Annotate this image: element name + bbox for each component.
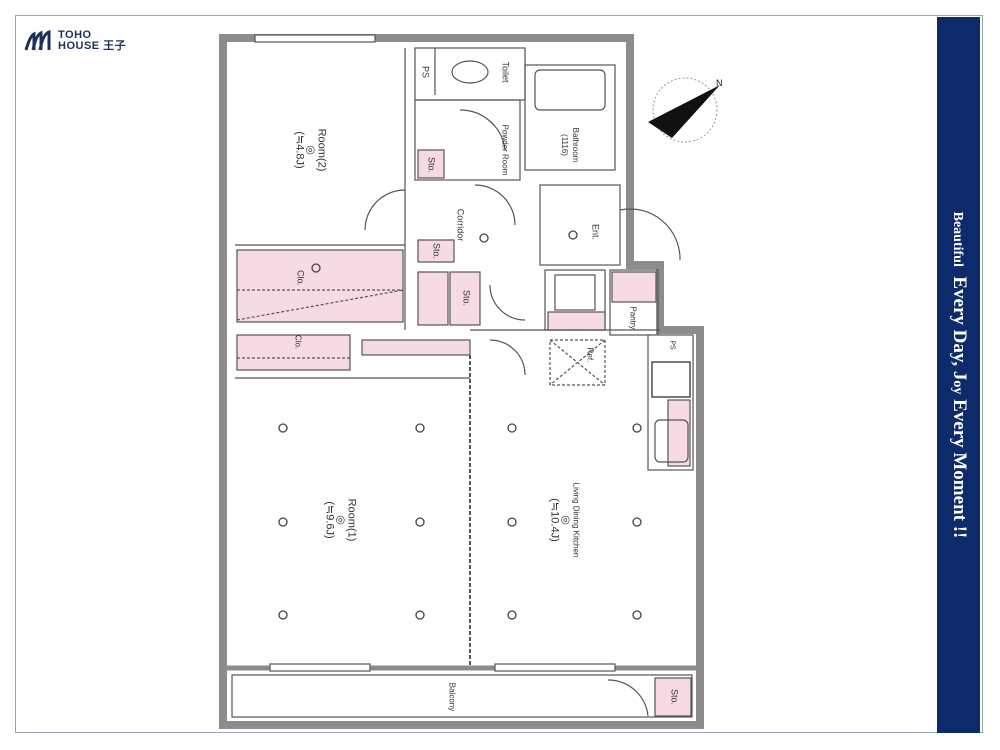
corridor-storage — [417, 239, 455, 263]
ldk-label: Living Dining Kitchen◎(≒10.4J) — [548, 482, 581, 558]
light-icon — [311, 263, 321, 273]
storage-label: Sto. — [461, 289, 472, 307]
balcony — [231, 674, 693, 718]
kitchen-ps-label: PS — [668, 340, 676, 350]
page-frame — [15, 15, 983, 733]
toilet-label: Toilet — [500, 61, 511, 83]
pantry-label: Pantry — [628, 306, 638, 330]
light-icon — [415, 423, 425, 433]
light-icon — [507, 517, 517, 527]
fridge-space — [549, 339, 606, 386]
light-icon — [632, 517, 642, 527]
logo: TOHO HOUSE 王子 — [24, 30, 126, 52]
light-icon — [507, 610, 517, 620]
room1-label: Room(1)◎(≒9.6J) — [323, 498, 358, 542]
powder-room — [414, 99, 521, 181]
slogan-banner: Beautiful Every Day, Joy Every Moment !! — [937, 17, 980, 733]
compass-icon: N — [648, 77, 723, 143]
balcony-label: Balcony — [447, 682, 457, 712]
light-icon — [415, 610, 425, 620]
storage-label: Sto. — [426, 156, 437, 174]
bathroom — [524, 64, 616, 171]
closet-2 — [236, 334, 351, 371]
closet-label: Clo. — [295, 269, 306, 287]
light-icon — [278, 517, 288, 527]
pantry — [609, 269, 659, 336]
light-icon — [568, 230, 578, 240]
powder-room-label: Powder Room — [500, 124, 510, 176]
light-icon — [632, 610, 642, 620]
light-icon — [278, 610, 288, 620]
ceiling-lights — [278, 230, 642, 620]
storage-label: Sto. — [669, 688, 680, 706]
entrance — [539, 184, 621, 266]
bathroom-label: Bathroom(1116) — [560, 127, 580, 163]
svg-text:N: N — [716, 78, 723, 88]
light-icon — [479, 233, 489, 243]
storage-label: Sto. — [431, 242, 442, 260]
building-arches-icon — [24, 30, 51, 51]
logo-line1: TOHO — [58, 29, 92, 41]
logo-line2: HOUSE 王子 — [58, 40, 127, 52]
ps-label: PS — [420, 65, 431, 79]
light-icon — [507, 423, 517, 433]
room2-label: Room(2)◎(≒4.8J) — [293, 128, 328, 172]
light-icon — [278, 423, 288, 433]
light-icon — [632, 423, 642, 433]
balcony-storage — [654, 677, 692, 717]
entrance-label: Ent. — [590, 223, 601, 241]
corridor-label: Corridor — [455, 208, 466, 242]
ref-label: Ref. — [585, 347, 595, 363]
closet-label: Clo. — [293, 334, 303, 350]
closet-1 — [236, 249, 404, 323]
light-icon — [415, 517, 425, 527]
